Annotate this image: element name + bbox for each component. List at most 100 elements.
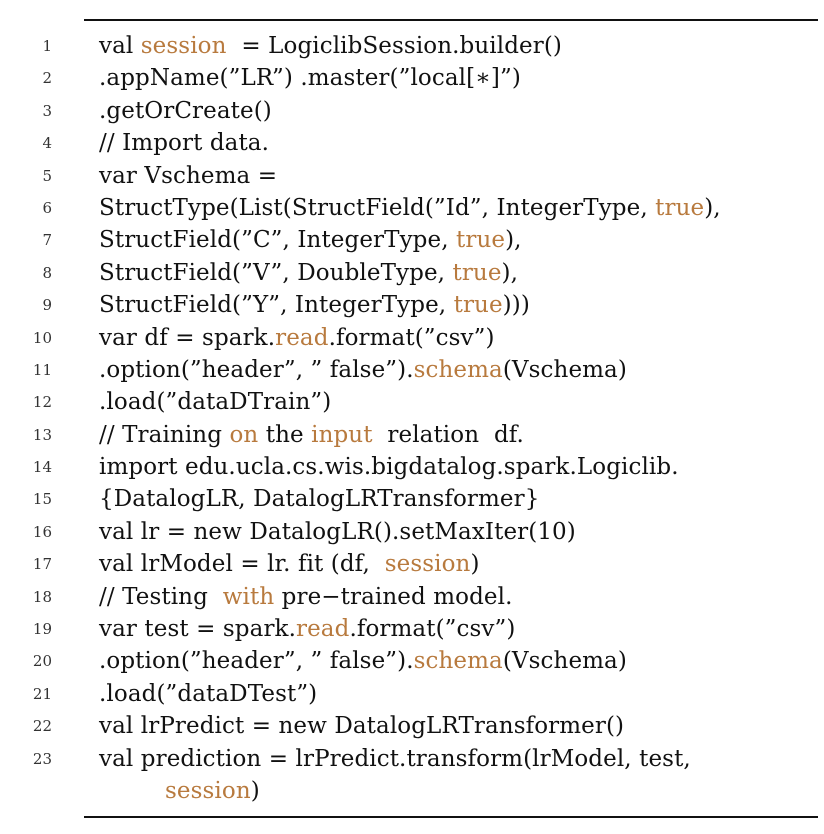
code-token: var Vschema = <box>99 162 278 189</box>
code-token: (Vschema) <box>502 648 627 675</box>
code-text: val prediction = lrPredict.transform(lrM… <box>99 743 691 775</box>
code-line: 6 StructType(List(StructField(”Id”, Integ… <box>0 192 824 224</box>
line-number: 23 <box>32 749 52 768</box>
line-number: 20 <box>32 652 52 671</box>
code-token: ))) <box>502 292 530 319</box>
line-number: 6 <box>42 198 52 217</box>
code-keyword: input <box>311 421 373 448</box>
code-text: var test = spark.read.format(”csv”) <box>99 613 515 645</box>
code-token: var df = spark. <box>99 324 276 351</box>
code-token: pre−trained model. <box>274 583 513 610</box>
line-number: 22 <box>32 717 52 736</box>
code-token: = LogiclibSession.builder() <box>226 33 562 59</box>
code-token: .format(”csv”) <box>349 616 516 643</box>
code-text: {DatalogLR, DatalogLRTransformer} <box>99 483 539 515</box>
code-token: val lrPredict = new DatalogLRTransformer… <box>99 713 625 740</box>
code-keyword: session <box>165 777 251 804</box>
code-token: import edu.ucla.cs.wis.bigdatalog.spark.… <box>99 454 679 481</box>
code-text: StructField(”V”, DoubleType, true), <box>99 257 518 289</box>
code-token: .load(”dataDTest”) <box>99 680 318 707</box>
code-line: 12 .load(”dataDTrain”) <box>0 386 824 418</box>
line-number: 8 <box>42 263 52 282</box>
code-keyword: on <box>229 421 259 448</box>
code-token: StructField(”C”, IntegerType, <box>99 227 457 254</box>
code-text: StructType(List(StructField(”Id”, Intege… <box>99 192 721 224</box>
code-text: var Vschema = <box>99 160 277 192</box>
line-number: 12 <box>32 393 52 412</box>
code-line: 11.option(”header”, ” false”).schema(Vsc… <box>0 354 824 386</box>
code-token: var test = spark. <box>99 616 296 643</box>
code-token: StructField(”V”, DoubleType, <box>99 259 453 286</box>
code-text: val lr = new DatalogLR().setMaxIter(10) <box>99 516 576 548</box>
line-number: 10 <box>32 328 52 347</box>
code-line: 14 import edu.ucla.cs.wis.bigdatalog.spar… <box>0 451 824 483</box>
line-number: 13 <box>32 425 52 444</box>
code-token: StructField(”Y”, IntegerType, <box>99 292 454 319</box>
code-keyword: session <box>384 551 471 578</box>
code-token: {DatalogLR, DatalogLRTransformer} <box>99 486 540 513</box>
code-keyword: schema <box>413 356 503 383</box>
code-line: 18// Testing with pre−trained model. <box>0 581 824 613</box>
code-text: // Import data. <box>99 127 269 159</box>
code-token: ) <box>250 777 260 804</box>
code-line: 10 var df = spark.read.format(”csv”) <box>0 322 824 354</box>
line-number: 18 <box>32 587 52 606</box>
code-line: 8 StructField(”V”, DoubleType, true), <box>0 257 824 289</box>
code-line: 4 // Import data. <box>0 127 824 159</box>
code-token: ), <box>704 194 721 221</box>
code-text: .load(”dataDTest”) <box>99 678 317 710</box>
code-text: StructField(”C”, IntegerType, true), <box>99 224 522 256</box>
code-line: 2 .appName(”LR”) .master(”local[∗]”) <box>0 62 824 94</box>
code-token: .format(”csv”) <box>328 324 495 351</box>
line-number: 7 <box>42 231 52 250</box>
code-text: // Training on the input relation df. <box>99 419 524 451</box>
code-token: (Vschema) <box>502 356 627 383</box>
listing-top-rule <box>84 19 818 21</box>
code-token: val lr = new DatalogLR().setMaxIter(10) <box>99 518 576 545</box>
line-number: 14 <box>32 458 52 477</box>
code-token: .load(”dataDTrain”) <box>99 389 332 416</box>
code-token: ) <box>470 551 480 578</box>
code-line: 21.load(”dataDTest”) <box>0 678 824 710</box>
code-token: .option(”header”, ” false”). <box>99 648 414 675</box>
code-continuation: session) <box>165 775 260 807</box>
code-text: val lrModel = lr. fit (df, session) <box>99 548 480 580</box>
code-line: 3 .getOrCreate() <box>0 95 824 127</box>
code-token: val <box>99 33 141 59</box>
code-text: StructField(”Y”, IntegerType, true))) <box>99 289 530 321</box>
code-text: val session = LogiclibSession.builder() <box>99 30 562 62</box>
code-text: .getOrCreate() <box>99 95 272 127</box>
code-token: relation df. <box>372 421 524 448</box>
code-line: 17 val lrModel = lr. fit (df, session) <box>0 548 824 580</box>
line-number: 15 <box>32 490 52 509</box>
code-line: 7 StructField(”C”, IntegerType, true), <box>0 224 824 256</box>
code-line: session) <box>0 775 824 807</box>
code-line: 15 {DatalogLR, DatalogLRTransformer} <box>0 483 824 515</box>
code-keyword: true <box>456 227 506 254</box>
line-number: 1 <box>42 37 52 55</box>
code-token: the <box>258 421 312 448</box>
code-line: 22 val lrPredict = new DatalogLRTransform… <box>0 710 824 742</box>
code-keyword: true <box>655 194 705 221</box>
code-line: 13 // Training on the input relation df. <box>0 419 824 451</box>
code-text: var df = spark.read.format(”csv”) <box>99 322 495 354</box>
line-number: 11 <box>32 360 52 379</box>
line-number: 17 <box>32 555 52 574</box>
code-token: .appName(”LR”) .master(”local[∗]”) <box>99 65 521 92</box>
code-keyword: read <box>275 324 329 351</box>
code-keyword: true <box>453 292 503 319</box>
code-text: .load(”dataDTrain”) <box>99 386 331 418</box>
code-text: .appName(”LR”) .master(”local[∗]”) <box>99 62 521 94</box>
line-number: 4 <box>42 134 52 153</box>
line-number: 3 <box>42 101 52 120</box>
code-text: .option(”header”, ” false”).schema(Vsche… <box>99 645 627 677</box>
code-line: 1 val session = LogiclibSession.builder() <box>0 30 824 62</box>
code-token: ), <box>501 259 519 286</box>
code-text: import edu.ucla.cs.wis.bigdatalog.spark.… <box>99 451 679 483</box>
code-token: // Import data. <box>99 130 270 157</box>
code-token: ), <box>505 227 522 254</box>
line-number: 2 <box>42 69 52 88</box>
line-number: 5 <box>42 166 52 185</box>
